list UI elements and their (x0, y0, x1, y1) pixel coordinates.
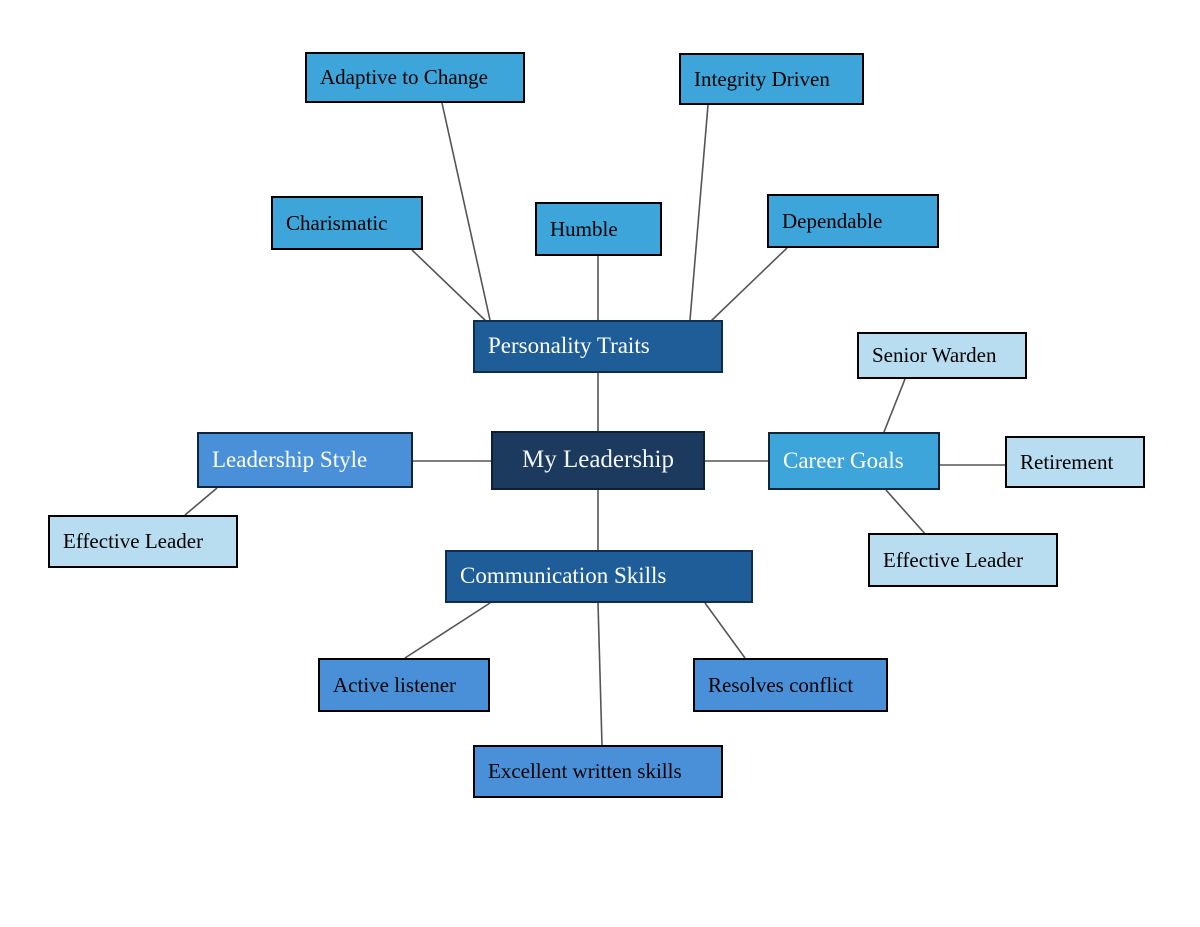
node-label-personality-traits: Personality Traits (488, 333, 650, 359)
node-active-listener[interactable]: Active listener (318, 658, 490, 712)
node-label-retirement: Retirement (1020, 449, 1114, 474)
node-retirement[interactable]: Retirement (1005, 436, 1145, 488)
node-label-charismatic: Charismatic (286, 210, 388, 235)
connector-personality-traits-to-adaptive-to-change (441, 102, 491, 321)
connector-career-goals-to-senior-warden (883, 378, 906, 433)
node-dependable[interactable]: Dependable (767, 194, 939, 248)
connector-personality-traits-to-dependable (709, 247, 788, 323)
node-effective-leader-left[interactable]: Effective Leader (48, 515, 238, 568)
node-label-effective-leader-left: Effective Leader (63, 529, 204, 554)
node-label-humble: Humble (550, 216, 618, 241)
connector-communication-skills-to-active-listener (404, 602, 491, 659)
node-humble[interactable]: Humble (535, 202, 662, 256)
node-label-active-listener: Active listener (333, 672, 457, 697)
node-label-communication-skills: Communication Skills (460, 563, 667, 589)
connector-communication-skills-to-resolves-conflict (704, 602, 746, 659)
node-label-resolves-conflict: Resolves conflict (708, 672, 854, 697)
node-integrity-driven[interactable]: Integrity Driven (679, 53, 864, 105)
node-label-integrity-driven: Integrity Driven (694, 66, 830, 91)
node-communication-skills[interactable]: Communication Skills (445, 550, 753, 603)
node-resolves-conflict[interactable]: Resolves conflict (693, 658, 888, 712)
connector-communication-skills-to-excellent-written-skills (597, 602, 603, 746)
node-excellent-written-skills[interactable]: Excellent written skills (473, 745, 723, 798)
node-label-effective-leader-right: Effective Leader (883, 547, 1024, 572)
node-leadership-style[interactable]: Leadership Style (197, 432, 413, 488)
connector-leadership-style-to-effective-leader-left (184, 487, 218, 516)
node-label-senior-warden: Senior Warden (872, 343, 997, 368)
node-adaptive-to-change[interactable]: Adaptive to Change (305, 52, 525, 103)
node-label-leadership-style: Leadership Style (212, 446, 368, 472)
node-personality-traits[interactable]: Personality Traits (473, 320, 723, 373)
node-career-goals[interactable]: Career Goals (768, 432, 940, 490)
connector-personality-traits-to-charismatic (411, 249, 488, 323)
connector-personality-traits-to-integrity-driven (689, 104, 709, 321)
node-center[interactable]: My Leadership (491, 431, 705, 490)
node-charismatic[interactable]: Charismatic (271, 196, 423, 250)
node-senior-warden[interactable]: Senior Warden (857, 332, 1027, 379)
node-label-career-goals: Career Goals (783, 447, 904, 473)
node-effective-leader-right[interactable]: Effective Leader (868, 533, 1058, 587)
node-label-adaptive-to-change: Adaptive to Change (320, 65, 488, 90)
node-label-dependable: Dependable (782, 208, 883, 233)
node-label-center: My Leadership (521, 446, 675, 474)
node-label-excellent-written-skills: Excellent written skills (488, 759, 682, 784)
